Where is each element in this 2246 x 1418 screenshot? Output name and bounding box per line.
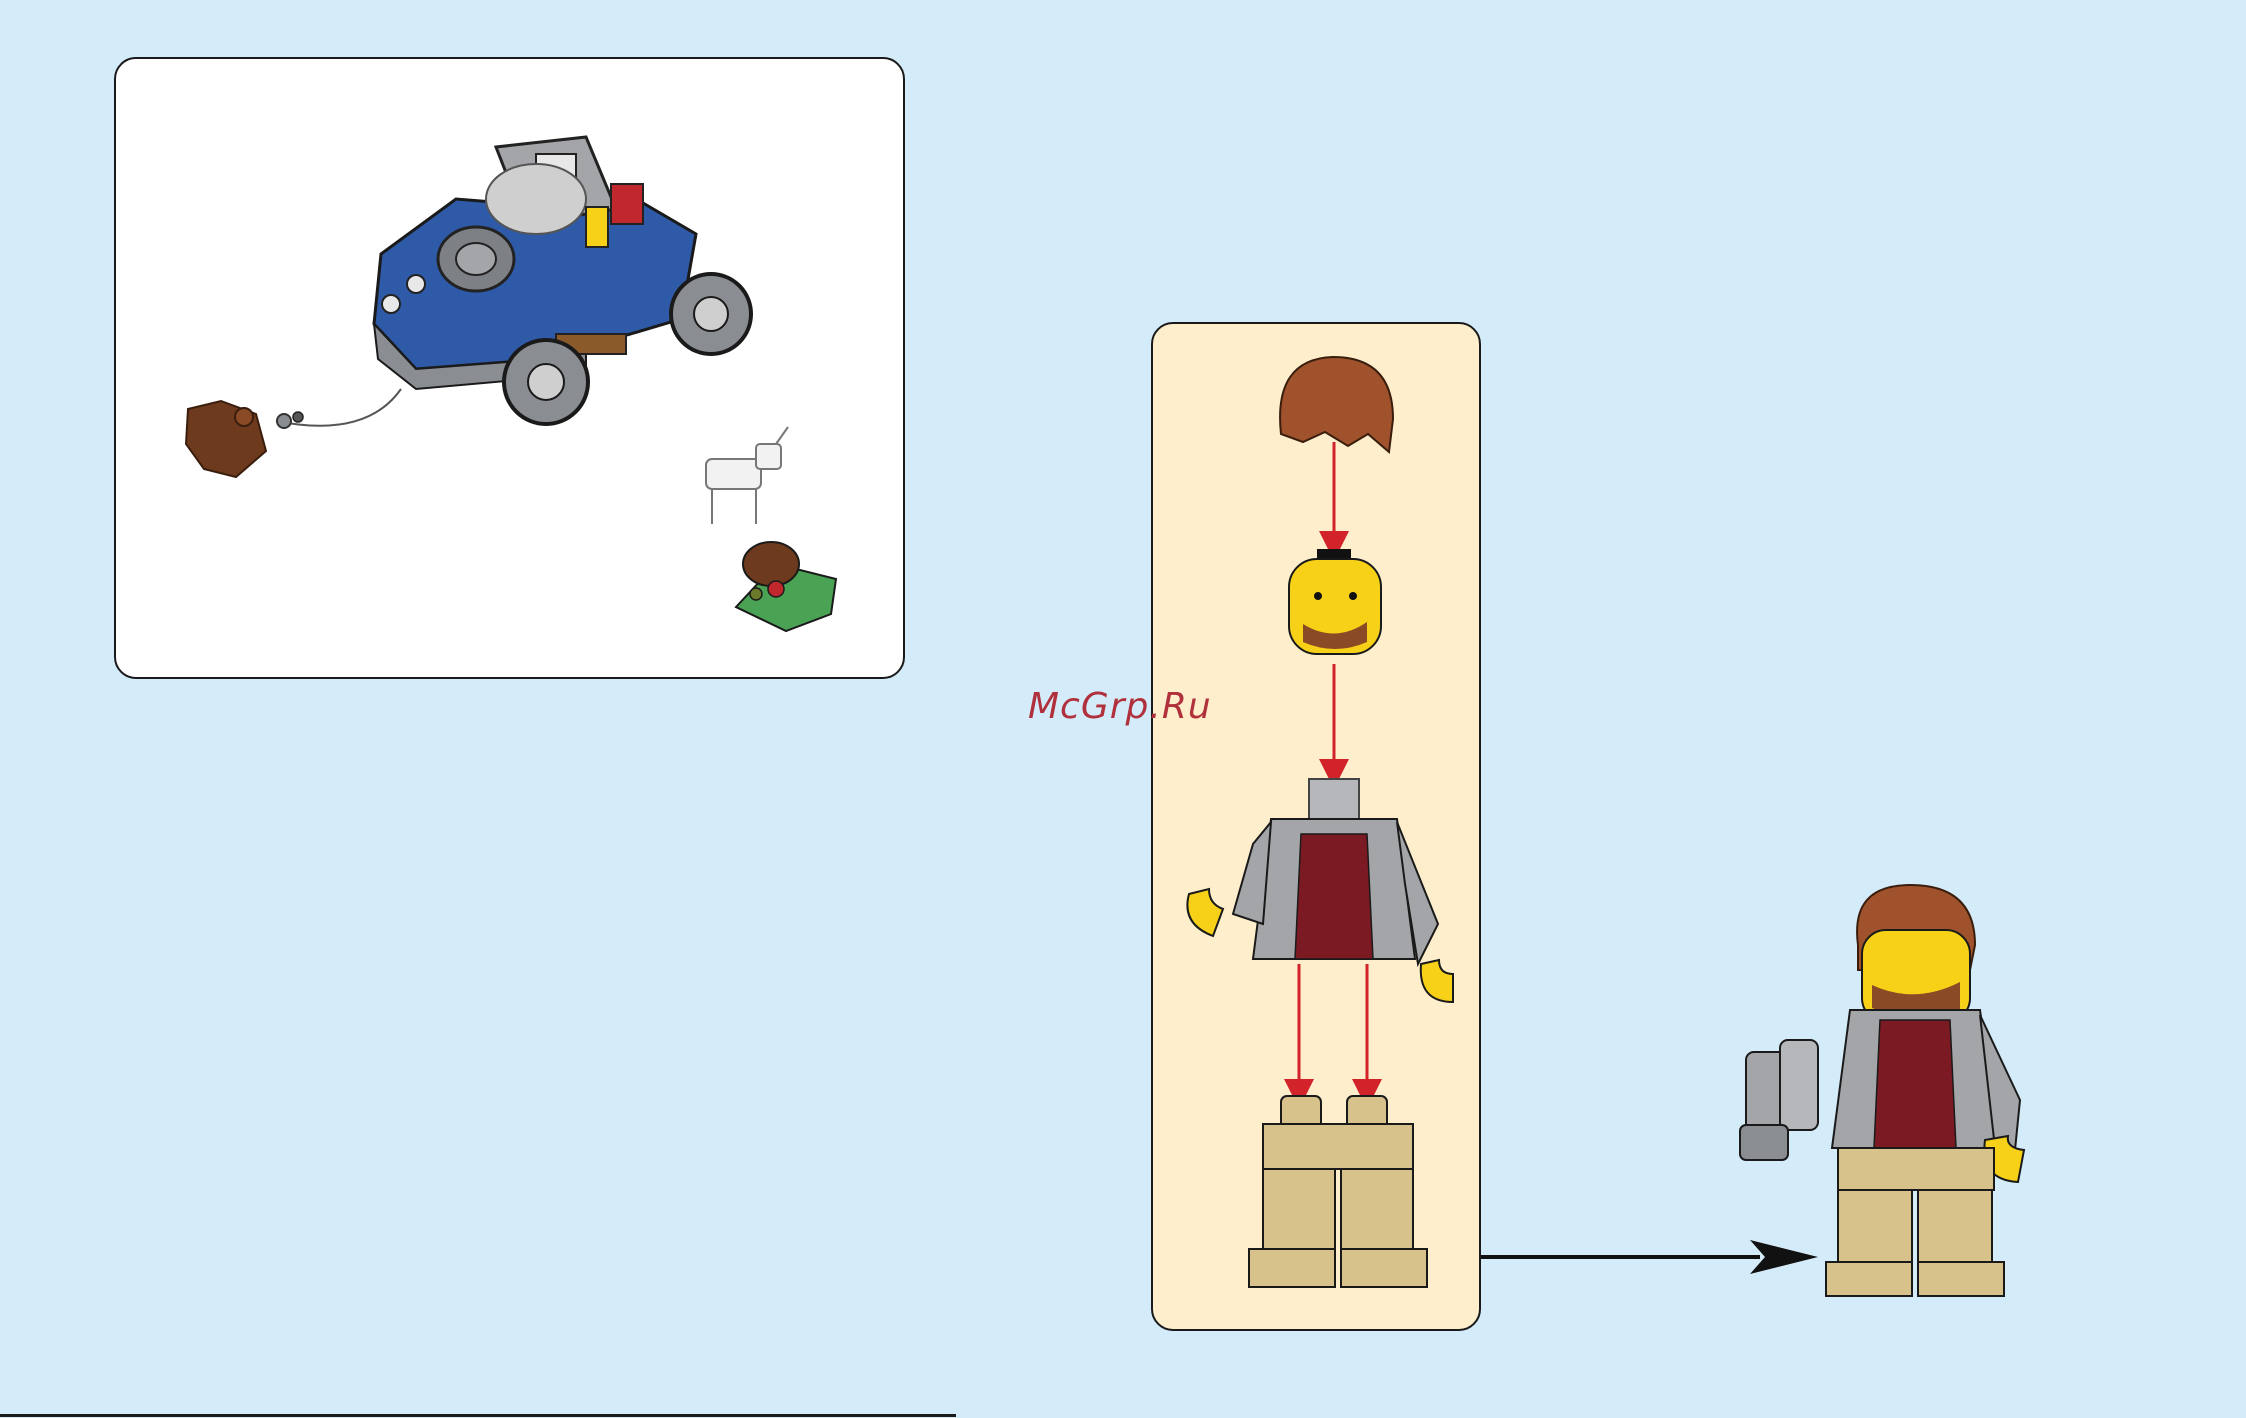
minifig-head (1289, 549, 1381, 654)
rock-plate-piece (736, 542, 836, 631)
bottom-rule (0, 1414, 956, 1417)
tree-stump-piece (186, 401, 303, 477)
binoculars-icon (1740, 1040, 1818, 1160)
assembly-panel (1151, 322, 1481, 1331)
goat-figure (706, 427, 788, 524)
minifig-legs (1249, 1096, 1427, 1287)
assembly-illustration (1153, 324, 1483, 1333)
assembled-minifigure (1826, 885, 2024, 1296)
watermark-text: McGrp.Ru (1028, 686, 1212, 727)
face-icon (1862, 930, 1970, 1022)
hair-icon (1857, 885, 1975, 970)
minifig-torso (1187, 779, 1453, 1002)
result-arrow (1481, 1240, 1818, 1274)
overview-illustration (116, 59, 907, 681)
overview-panel (114, 57, 905, 679)
hair-piece (1280, 357, 1393, 452)
offroad-vehicle (374, 137, 751, 424)
